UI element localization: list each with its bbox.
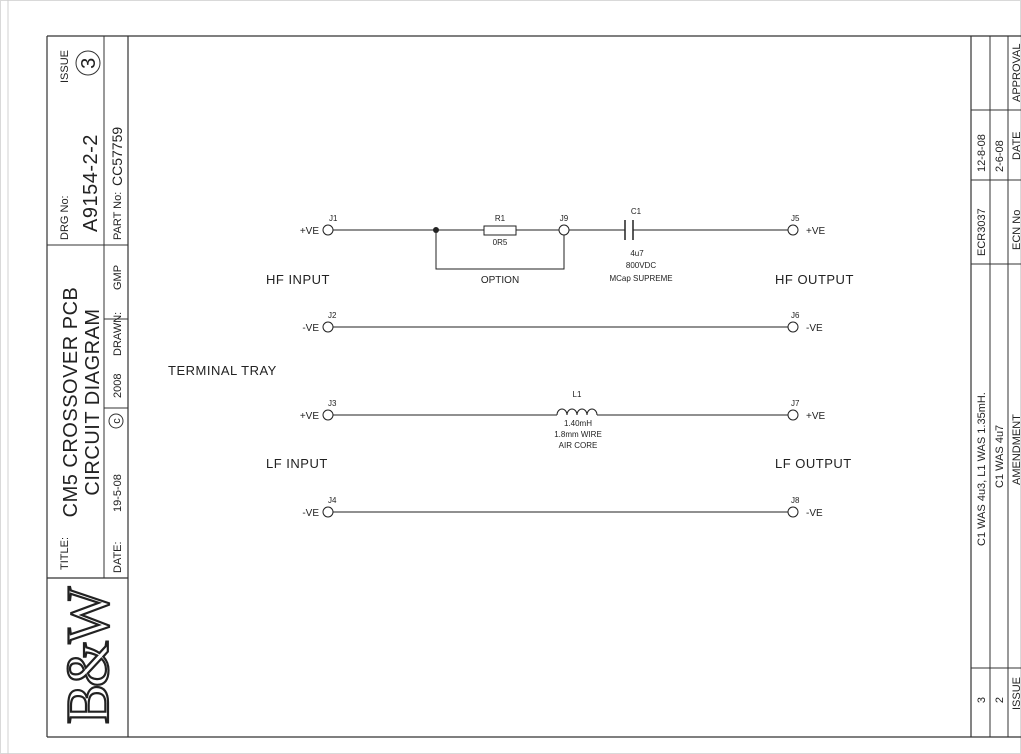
- r1-ref: R1: [495, 214, 506, 223]
- j7-label: J7: [791, 399, 800, 408]
- rev-header-ecn: ECN No: [1011, 210, 1021, 250]
- terminal-j4: [322, 506, 334, 518]
- j3-label: J3: [328, 399, 337, 408]
- junction-dot: [433, 227, 439, 233]
- rev-row1-date: 12-8-08: [976, 134, 988, 172]
- hf-input-label: HF INPUT: [266, 272, 330, 287]
- rev-header-amendment: AMENDMENT: [1011, 414, 1021, 485]
- j8-label: J8: [791, 496, 800, 505]
- terminal-j2: [322, 321, 334, 333]
- hf-positive-line: [333, 229, 788, 270]
- drawn-label: DRAWN:: [112, 312, 124, 356]
- c1-value: 4u7: [630, 249, 644, 258]
- rev-row1-issue: 3: [976, 697, 988, 703]
- terminal-tray-label: TERMINAL TRAY: [168, 363, 277, 378]
- j2-label: J2: [328, 311, 337, 320]
- terminal-j5: [787, 224, 799, 236]
- rev-header-issue: ISSUE: [1011, 677, 1021, 710]
- r1-value: 0R5: [493, 238, 508, 247]
- issue-label: ISSUE: [59, 50, 71, 83]
- part-number: CC57759: [109, 127, 125, 186]
- date-label: DATE:: [112, 541, 124, 573]
- j1-plus-ve-label: +VE: [300, 226, 320, 237]
- terminal-j6: [787, 321, 799, 333]
- l1-value: 1.40mH: [564, 419, 592, 428]
- j4-label: J4: [328, 496, 337, 505]
- terminal-j8: [787, 506, 799, 518]
- terminal-j7: [787, 409, 799, 421]
- j1-label: J1: [329, 214, 338, 223]
- drg-label: DRG No:: [59, 195, 71, 240]
- schematic-labels: +VE J1 R1 0R5 J9 OPTION C1 4u7 800VDC MC…: [168, 207, 854, 519]
- date-value: 19-5-08: [112, 474, 124, 512]
- bw-logo: B&W: [55, 586, 121, 724]
- rev-header-approval: APPROVAL: [1011, 44, 1021, 103]
- terminal-j3: [322, 409, 334, 421]
- copyright-symbol: c: [111, 418, 123, 424]
- j2-minus-ve-label: -VE: [302, 323, 319, 334]
- c1-type: MCap SUPREME: [609, 274, 672, 283]
- drg-number: A9154-2-2: [80, 134, 102, 232]
- rev-row2-date: 2-6-08: [994, 140, 1006, 172]
- hf-output-label: HF OUTPUT: [775, 272, 854, 287]
- title-line-2: CIRCUIT DIAGRAM: [82, 308, 104, 495]
- j5-plus-ve-label: +VE: [806, 226, 826, 237]
- issue-number: 3: [78, 57, 100, 69]
- rev-row2-issue: 2: [994, 697, 1006, 703]
- rev-row1-amendment: C1 WAS 4u3, L1 WAS 1.35mH.: [976, 392, 988, 546]
- j8-minus-ve-label: -VE: [806, 508, 823, 519]
- j3-plus-ve-label: +VE: [300, 411, 320, 422]
- rev-header-date: DATE: [1011, 131, 1021, 160]
- issue-circle: [75, 50, 101, 76]
- terminal-j1: [322, 224, 334, 236]
- schematic: [322, 220, 799, 518]
- capacitor-c1: [624, 220, 634, 240]
- title-label: TITLE:: [59, 537, 71, 570]
- rev-row1-ecn: ECR3037: [976, 208, 988, 256]
- lf-input-label: LF INPUT: [266, 456, 328, 471]
- lf-output-label: LF OUTPUT: [775, 456, 852, 471]
- j5-label: J5: [791, 214, 800, 223]
- l1-core: AIR CORE: [559, 441, 598, 450]
- title-block: TITLE: CM5 CROSSOVER PCB CIRCUIT DIAGRAM…: [47, 36, 129, 737]
- title-line-1: CM5 CROSSOVER PCB: [60, 287, 82, 518]
- j6-minus-ve-label: -VE: [806, 323, 823, 334]
- resistor-r1: [483, 225, 517, 236]
- j4-minus-ve-label: -VE: [302, 508, 319, 519]
- rev-row2-amendment: C1 WAS 4u7: [994, 425, 1006, 488]
- j9-label: J9: [560, 214, 569, 223]
- part-label: PART No:: [112, 192, 124, 240]
- j6-label: J6: [791, 311, 800, 320]
- option-label: OPTION: [481, 275, 519, 286]
- terminal-j9: [558, 224, 570, 236]
- c1-rating: 800VDC: [626, 261, 656, 270]
- drawn-value: GMP: [112, 265, 124, 290]
- c1-ref: C1: [631, 207, 642, 216]
- revision-block: 3 C1 WAS 4u3, L1 WAS 1.35mH. ECR3037 12-…: [970, 36, 1021, 737]
- j7-plus-ve-label: +VE: [806, 411, 826, 422]
- copyright-year: 2008: [112, 374, 124, 398]
- l1-wire: 1.8mm WIRE: [554, 430, 602, 439]
- inductor-l1: [556, 408, 598, 416]
- copyright-mark: [108, 413, 124, 429]
- l1-ref: L1: [573, 390, 582, 399]
